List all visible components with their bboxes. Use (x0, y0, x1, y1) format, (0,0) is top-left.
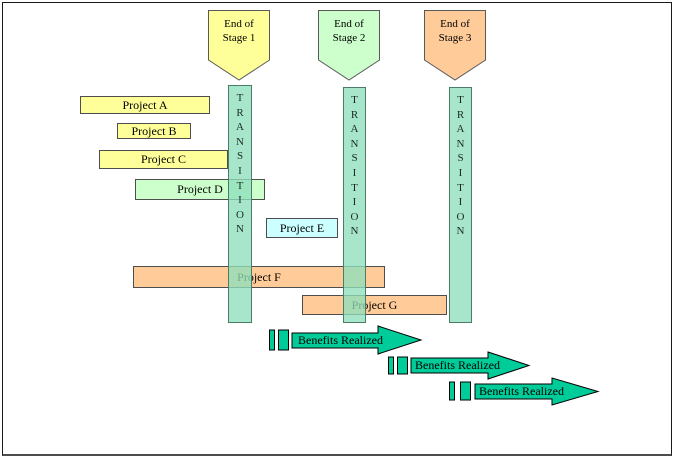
transition-3-label: T R A N S I T I O N (456, 94, 465, 238)
right-arrow-icon (269, 325, 423, 355)
project-c-label: Project C (141, 152, 186, 166)
project-a-label: Project A (122, 97, 168, 112)
pause-bar-icon (269, 329, 275, 351)
pennant-down-icon (424, 10, 486, 81)
right-arrow-icon (449, 377, 600, 406)
pennant-down-icon (318, 10, 380, 81)
end-of-stage-1-marker: End of Stage 1 (208, 10, 270, 81)
benefits-3-label: Benefits Realized (479, 384, 564, 398)
pause-bar-icon (460, 381, 471, 401)
stage-2-label: End of Stage 2 (332, 18, 366, 44)
end-of-stage-2-marker: End of Stage 2 (318, 10, 380, 81)
transition-2-label: T R A N S I T I O N (350, 94, 359, 238)
benefits-arrow-3: Benefits Realized (448, 377, 601, 408)
transition-bar-1: T R A N S I T I O N (228, 85, 252, 323)
diagram-border (2, 2, 672, 456)
benefits-1-label: Benefits Realized (298, 333, 383, 347)
project-e-label: Project E (279, 220, 325, 235)
pause-bar-icon (449, 381, 455, 401)
benefits-arrow-2: Benefits Realized (387, 351, 532, 382)
right-arrow-icon (388, 351, 531, 380)
project-d-label: Project D (177, 182, 223, 196)
project-e-bar: Project E (266, 218, 338, 238)
project-b-label: Project B (131, 123, 177, 138)
pause-bar-icon (278, 329, 289, 351)
benefits-2-label: Benefits Realized (415, 358, 500, 372)
pause-bar-icon (397, 356, 408, 375)
project-g-bar: Project G (302, 295, 447, 315)
stage-3-label: End of Stage 3 (438, 18, 472, 44)
transition-bar-2: T R A N S I T I O N (343, 87, 366, 323)
transition-bar-3: T R A N S I T I O N (449, 87, 472, 323)
project-b-bar: Project B (117, 123, 191, 139)
end-of-stage-3-marker: End of Stage 3 (424, 10, 486, 81)
stage-1-label: End of Stage 1 (222, 18, 256, 44)
benefits-arrow-1: Benefits Realized (268, 324, 424, 356)
transition-1-label: T R A N S I T I O N (236, 92, 244, 236)
pennant-down-icon (208, 10, 270, 81)
project-c-bar: Project C (99, 150, 228, 169)
pause-bar-icon (388, 356, 394, 375)
project-a-bar: Project A (80, 96, 210, 114)
